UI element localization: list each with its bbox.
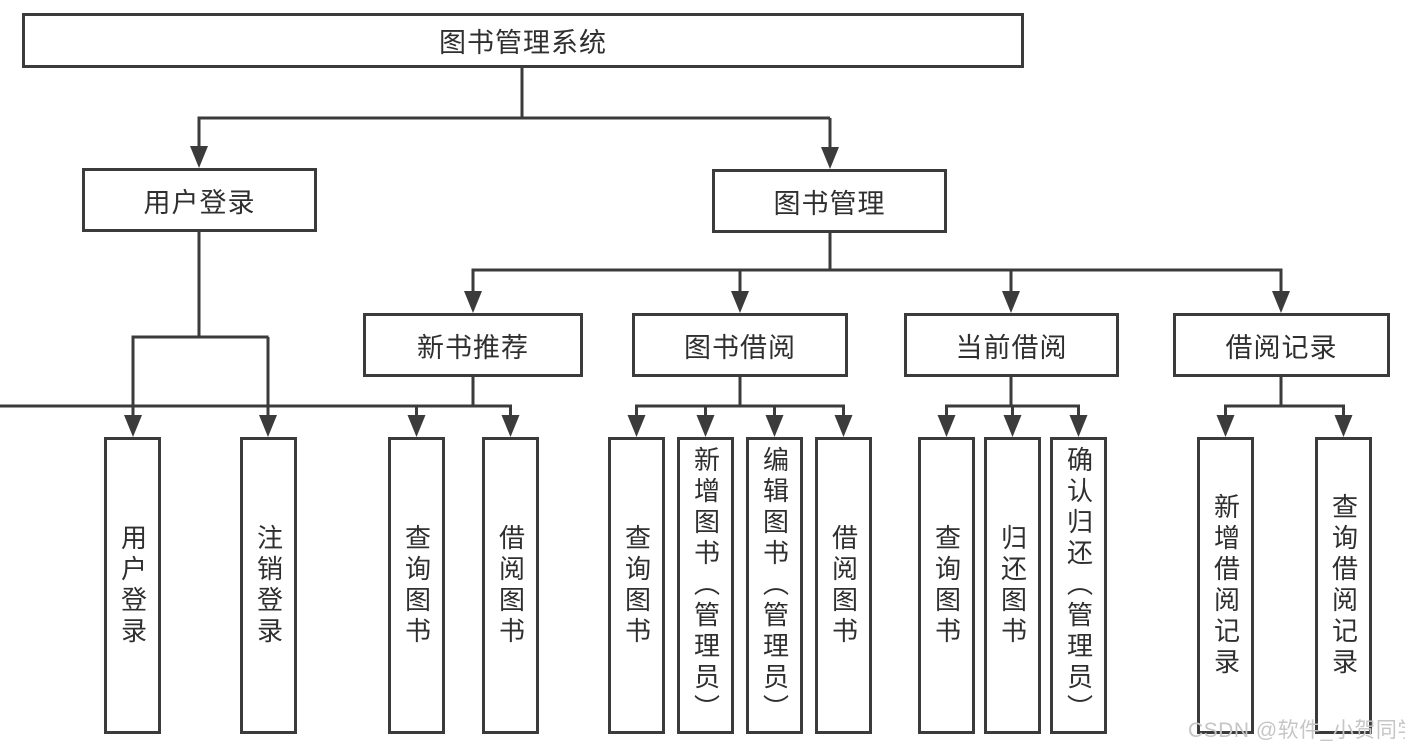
node-leaf-add-borrow-record: 新增借阅记录: [1197, 437, 1254, 734]
node-leaf-user-login: 用户登录: [104, 437, 161, 734]
node-leaf-return-books: 归还图书: [984, 437, 1041, 734]
connector-book-management: [464, 233, 1290, 313]
node-current-borrow-label: 当前借阅: [955, 332, 1068, 363]
node-root-label: 图书管理系统: [439, 28, 607, 58]
node-leaf-query-books-1-label: 查询图书: [401, 523, 432, 648]
node-book-borrow-label: 图书借阅: [684, 332, 796, 363]
node-leaf-user-login-label: 用户登录: [117, 523, 148, 648]
node-leaf-return-books-label: 归还图书: [997, 523, 1028, 648]
node-user-login: 用户登录: [82, 168, 317, 232]
node-borrow-records: 借阅记录: [1173, 313, 1390, 377]
connector-user-login: [124, 232, 277, 437]
connector-new-book-recommend: [0, 377, 520, 437]
node-leaf-confirm-return-admin-label: 确认归还（管理员）: [1063, 446, 1094, 725]
node-user-login-label: 用户登录: [143, 187, 256, 218]
node-leaf-borrow-books-2: 借阅图书: [815, 437, 872, 734]
node-borrow-records-label: 借阅记录: [1225, 332, 1338, 363]
node-leaf-logout: 注销登录: [240, 437, 297, 734]
node-book-management-label: 图书管理: [773, 188, 886, 219]
connector-borrow-records: [1216, 377, 1353, 437]
node-leaf-add-books-admin-label: 新增图书（管理员）: [690, 446, 721, 725]
node-leaf-query-borrow-record: 查询借阅记录: [1315, 437, 1372, 734]
node-book-management: 图书管理: [712, 169, 947, 233]
node-leaf-query-books-1: 查询图书: [388, 437, 445, 734]
csdn-watermark: CSDN @软件_小贺同学: [1188, 719, 1405, 742]
node-leaf-borrow-books-2-label: 借阅图书: [828, 523, 859, 648]
node-leaf-add-borrow-record-label: 新增借阅记录: [1210, 492, 1241, 679]
node-new-book-recommend-label: 新书推荐: [417, 332, 529, 363]
node-current-borrow: 当前借阅: [904, 313, 1119, 377]
node-leaf-query-books-2: 查询图书: [608, 437, 665, 734]
node-leaf-edit-books-admin: 编辑图书（管理员）: [746, 437, 803, 734]
node-leaf-query-books-3: 查询图书: [918, 437, 975, 734]
node-leaf-logout-label: 注销登录: [253, 523, 284, 648]
node-root: 图书管理系统: [22, 13, 1024, 68]
node-leaf-edit-books-admin-label: 编辑图书（管理员）: [759, 446, 790, 725]
node-leaf-borrow-books-1-label: 借阅图书: [495, 523, 526, 648]
node-leaf-query-borrow-record-label: 查询借阅记录: [1328, 492, 1359, 679]
connector-root: [190, 68, 839, 169]
node-leaf-borrow-books-1: 借阅图书: [482, 437, 539, 734]
connector-book-borrow: [627, 377, 853, 437]
node-leaf-confirm-return-admin: 确认归还（管理员）: [1050, 437, 1107, 734]
node-book-borrow: 图书借阅: [632, 313, 848, 377]
node-new-book-recommend: 新书推荐: [363, 313, 583, 377]
node-leaf-add-books-admin: 新增图书（管理员）: [677, 437, 734, 734]
node-leaf-query-books-3-label: 查询图书: [931, 523, 962, 648]
node-leaf-query-books-2-label: 查询图书: [621, 523, 652, 648]
connector-current-borrow: [937, 377, 1088, 437]
